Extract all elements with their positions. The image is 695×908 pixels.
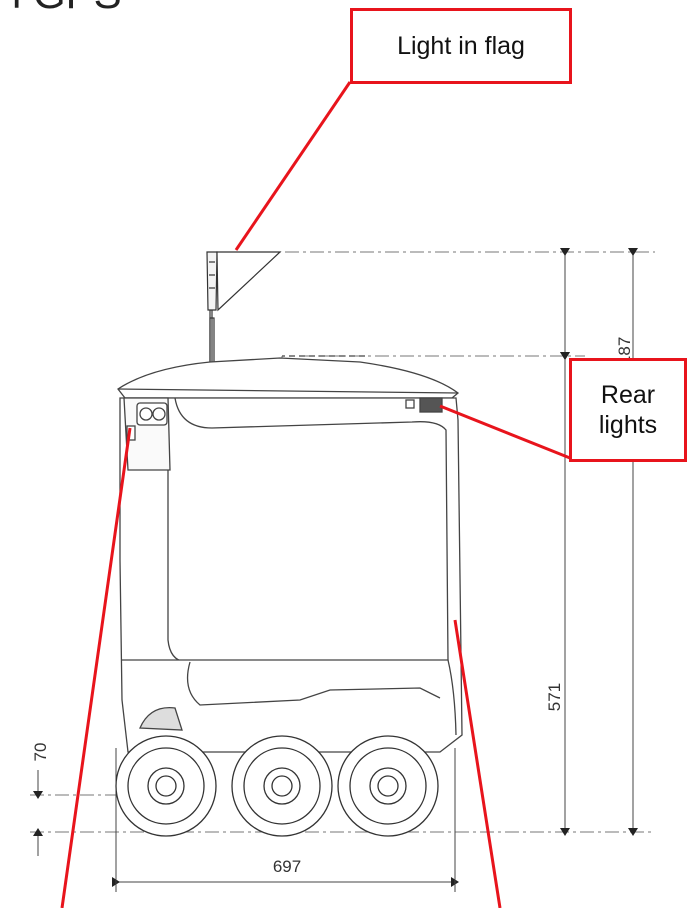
- wheels: [115, 735, 439, 837]
- flag-sleeve: [206, 251, 218, 311]
- wheel-middle: [231, 735, 333, 837]
- slide-title-fragment: l GPS: [12, 0, 122, 18]
- robot-lid: [117, 357, 460, 399]
- rear-bottom-leader-line: [453, 619, 502, 908]
- callout-light-in-flag: Light in flag: [350, 8, 572, 84]
- callout-leaders: [60, 81, 576, 908]
- callout-light-in-flag-text: Light in flag: [397, 31, 525, 60]
- front-camera-left: [139, 407, 153, 421]
- lower-height-label: 571: [545, 683, 564, 711]
- flag-pennant: [216, 251, 282, 312]
- clearance-label: 70: [31, 743, 50, 762]
- callout-rear-lights-line2: lights: [598, 411, 658, 439]
- front-light: [126, 425, 136, 441]
- flag-leader-line: [234, 81, 352, 251]
- width-label: 697: [273, 857, 301, 876]
- rear-lights-leader-line: [439, 404, 576, 462]
- wheel-front: [115, 735, 217, 837]
- robot-side-panel: [167, 397, 449, 663]
- front-camera-right: [152, 407, 166, 421]
- dimension-lines: [33, 248, 638, 892]
- robot-body: [117, 355, 463, 753]
- wheel-rear: [337, 735, 439, 837]
- rear-light-block: [419, 397, 443, 413]
- front-bottom-leader-line: [60, 427, 132, 908]
- callout-rear-lights-line1: Rear: [600, 381, 656, 409]
- flag-assembly: [206, 251, 282, 367]
- headlight-recess: [139, 707, 183, 731]
- callout-rear-lights: Rear lights: [569, 358, 687, 462]
